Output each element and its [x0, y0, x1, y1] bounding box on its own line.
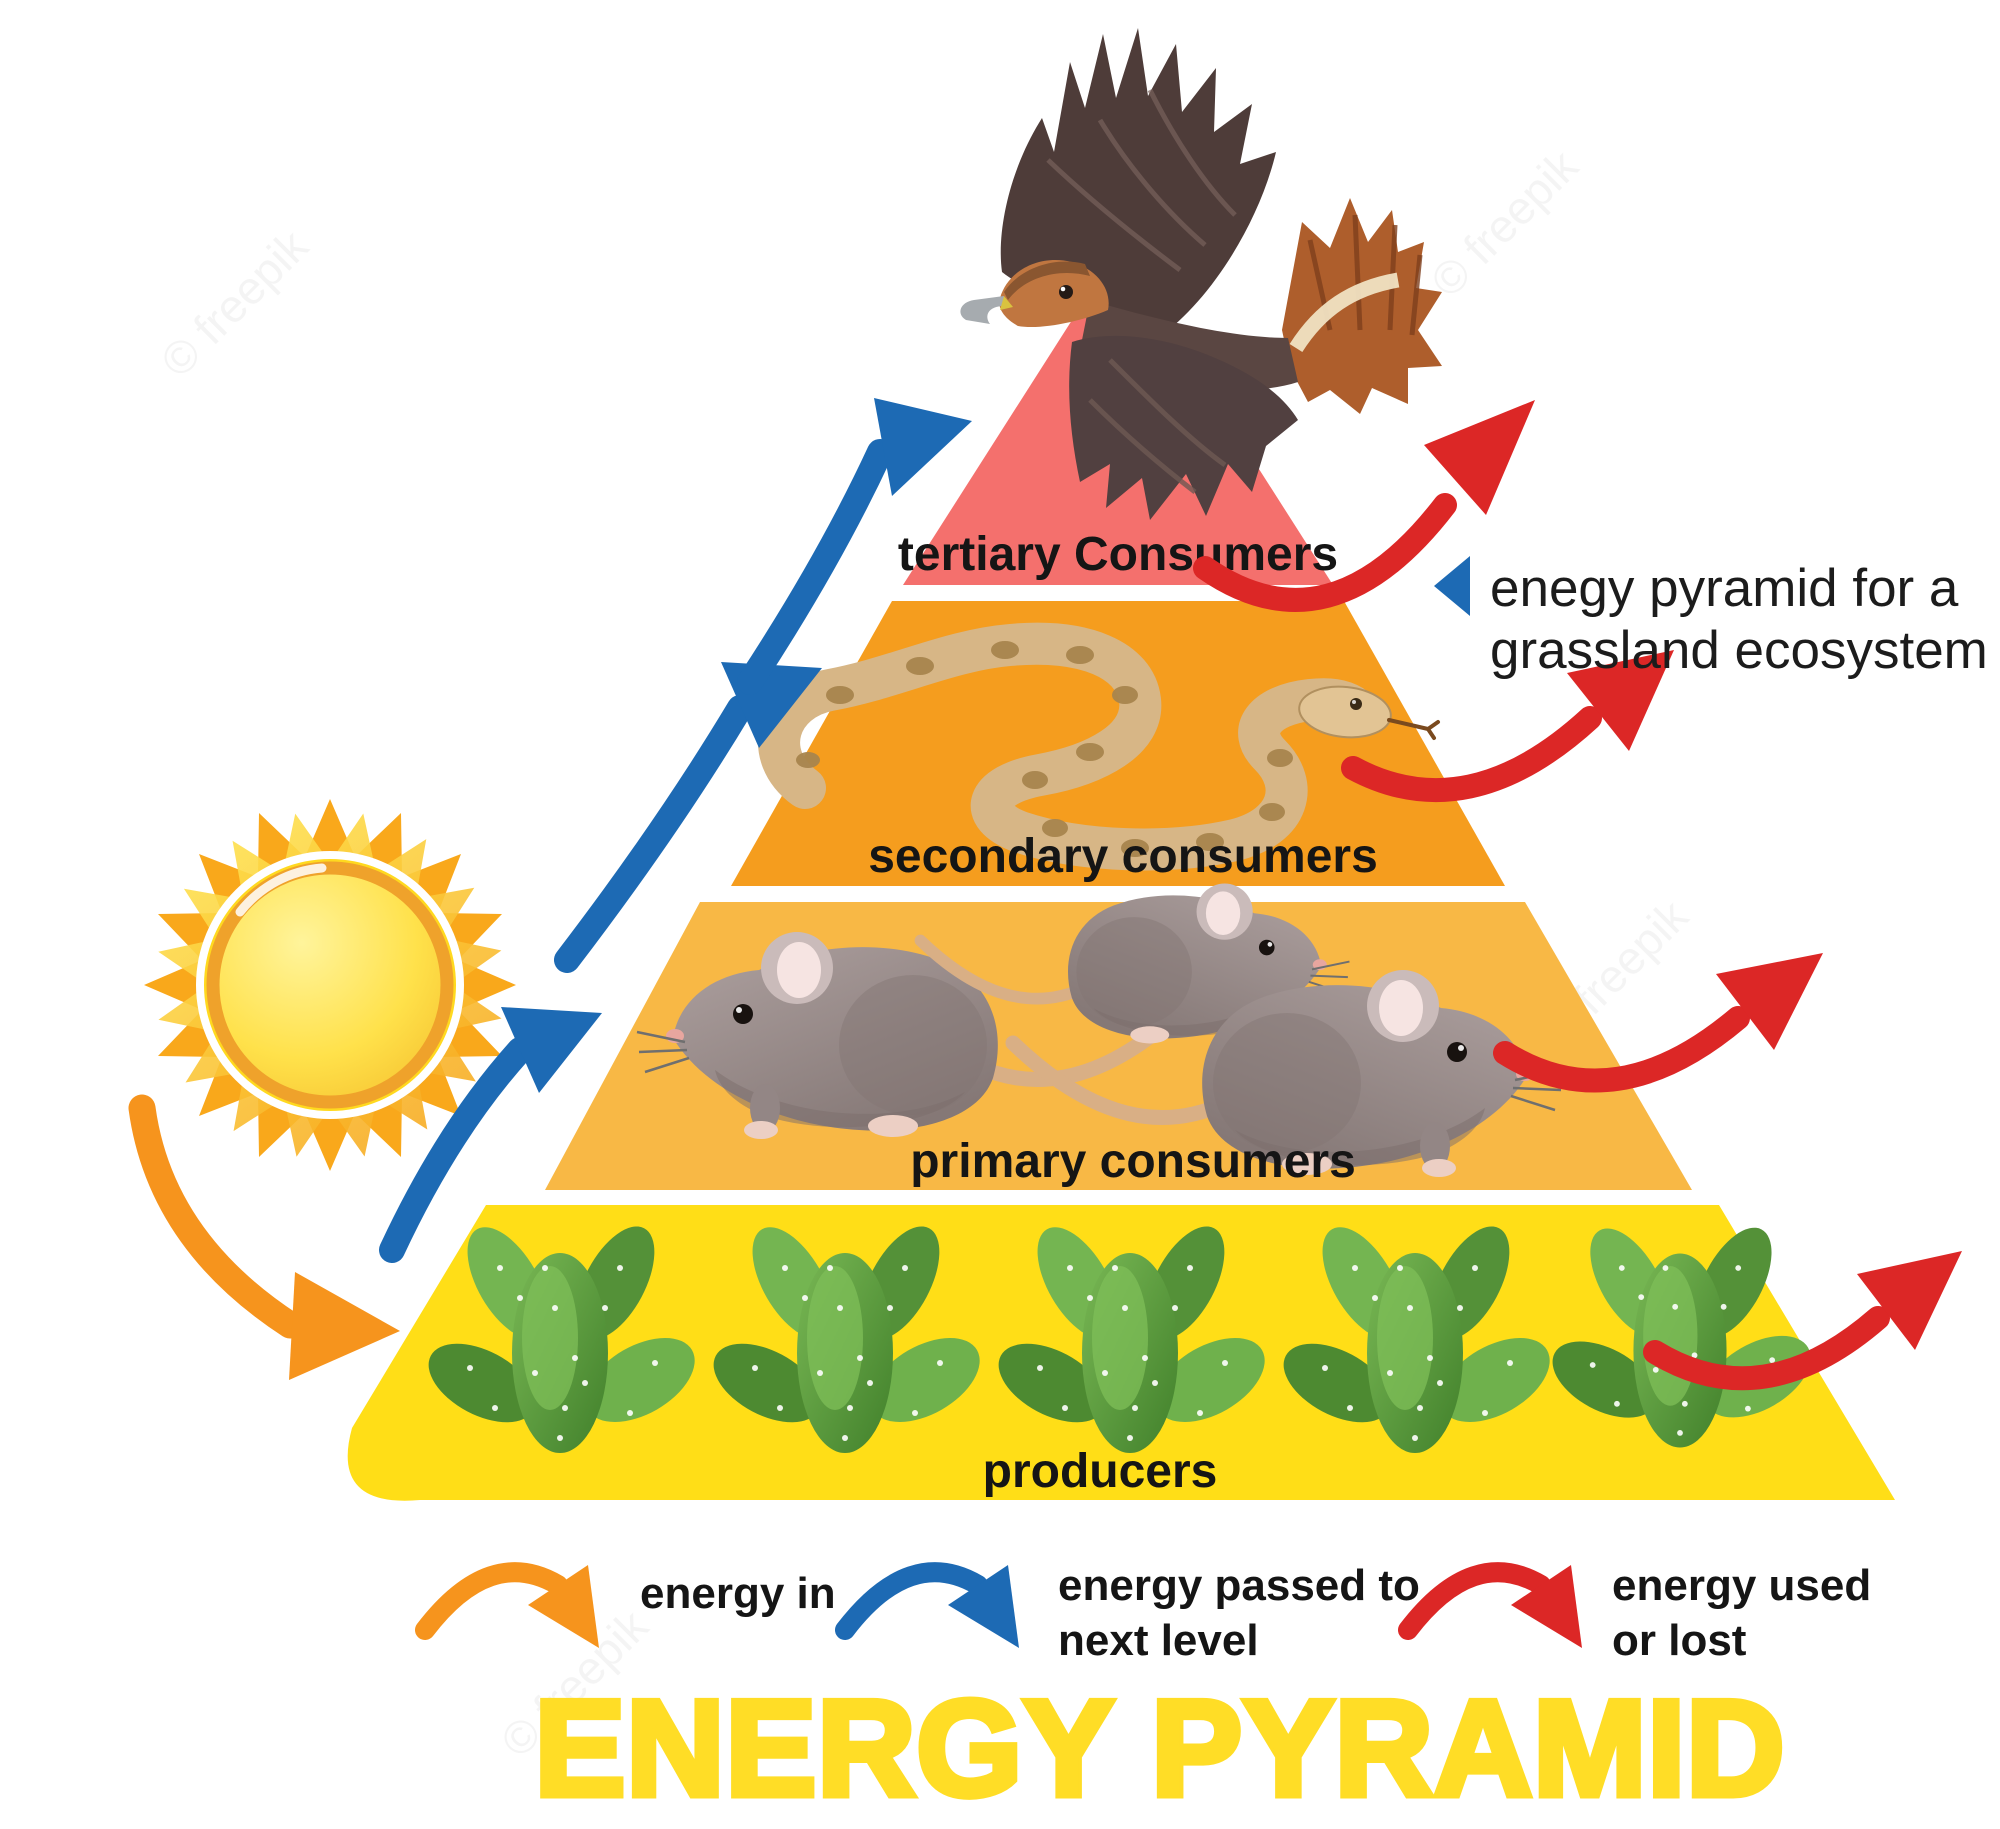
- tier-label-primary: primary consumers: [910, 1135, 1356, 1188]
- note-pointer-icon: [1434, 556, 1470, 616]
- energy-lost-arrow-4: [1643, 1251, 1962, 1391]
- legend-energy-passed-label-line2: next level: [1058, 1616, 1259, 1665]
- note-line-2: grassland ecosystem: [1490, 621, 1988, 680]
- sun-icon: [144, 799, 516, 1171]
- legend-energy-passed-label-line1: energy passed to: [1058, 1561, 1420, 1610]
- snake-icon: [758, 622, 1440, 871]
- snake-head: [1298, 685, 1392, 739]
- energy-in-arrow: [128, 1094, 400, 1380]
- legend-energy-lost-label-line1: energy used: [1612, 1561, 1871, 1610]
- snake-tongue: [1387, 718, 1440, 740]
- eagle-tail: [1282, 198, 1442, 414]
- legend-energy-in-arrow-icon: [415, 1562, 599, 1648]
- legend-energy-lost-label-line2: or lost: [1612, 1616, 1747, 1665]
- energy-lost-arrow-1: [1193, 400, 1535, 612]
- tier-label-secondary: secondary consumers: [868, 830, 1378, 883]
- legend-energy-lost-arrow-icon: [1398, 1562, 1582, 1648]
- energy-passed-arrow-3: [737, 398, 972, 695]
- energy-lost-arrow-3: [1493, 953, 1823, 1093]
- sun-disc: [206, 861, 454, 1109]
- legend-energy-in-label: energy in: [640, 1569, 836, 1618]
- note-line-1: enegy pyramid for a: [1490, 559, 1959, 618]
- svg-text:© freepik: © freepik: [150, 219, 318, 387]
- energy-lost-arrow-2: [1341, 650, 1674, 803]
- eagle-icon: [960, 28, 1442, 520]
- legend: energy in energy passed to next level en…: [415, 1561, 1871, 1665]
- energy-passed-arrow-1: [379, 1007, 602, 1263]
- page-title: ENERGY PYRAMID: [535, 1672, 1786, 1824]
- svg-text:© freepik: © freepik: [1420, 139, 1588, 307]
- tier-label-producers: producers: [983, 1445, 1218, 1498]
- annotation-note: enegy pyramid for a grassland ecosystem: [1434, 556, 1988, 680]
- eagle-beak: [960, 296, 1004, 324]
- tier-label-tertiary: tertiary Consumers: [898, 528, 1338, 581]
- legend-energy-passed-arrow-icon: [835, 1562, 1019, 1648]
